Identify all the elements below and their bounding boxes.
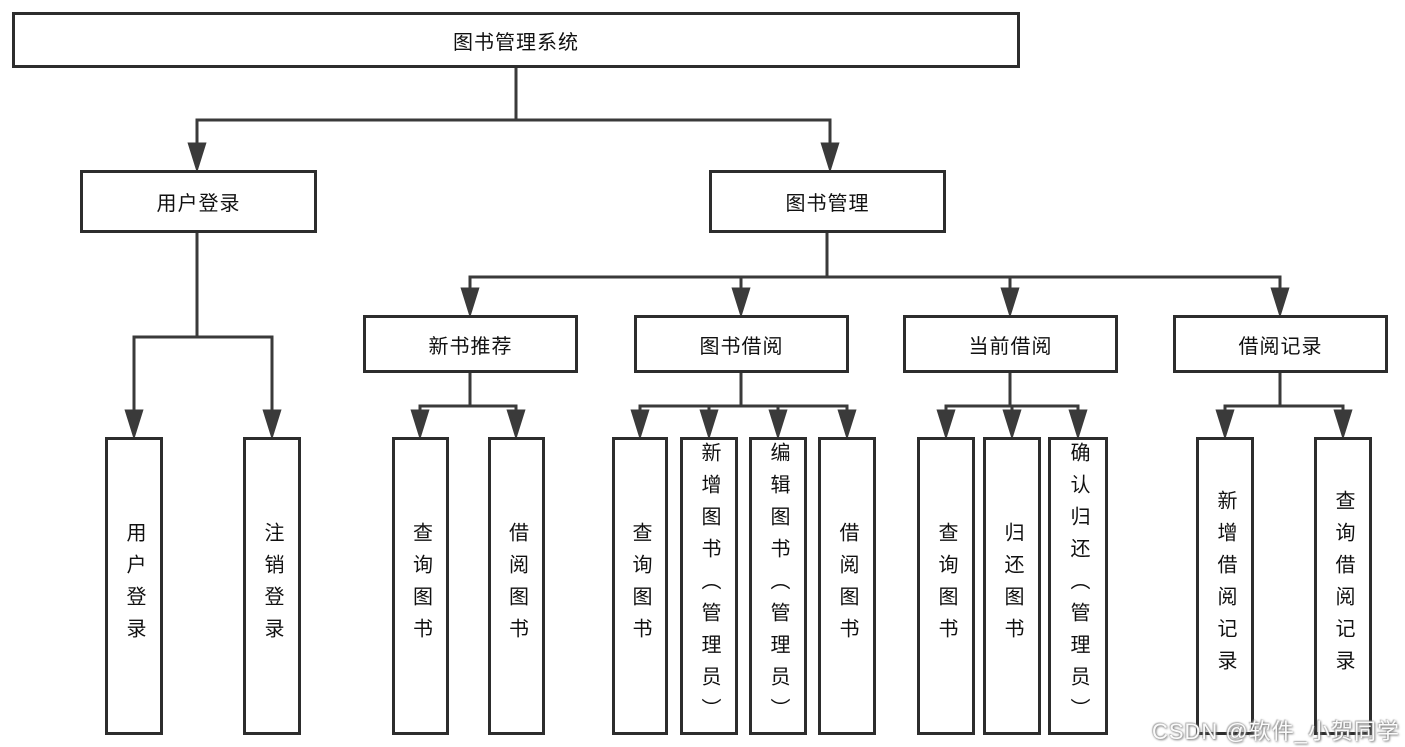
leaf-label: 注销登录 <box>261 522 283 650</box>
connector-book-borrow <box>630 371 857 441</box>
leaf-return-book: 归还图书 <box>983 437 1041 735</box>
arrow-down-icon <box>936 409 956 441</box>
arrow-down-icon <box>731 287 751 319</box>
arrow-down-icon <box>837 409 857 441</box>
arrow-down-icon <box>630 409 650 441</box>
leaf-label: 查询图书 <box>629 522 651 650</box>
connector-new-book-recommend <box>410 371 526 441</box>
leaf-logout: 注销登录 <box>243 437 301 735</box>
connector-book-management <box>460 231 1290 319</box>
arrow-down-icon <box>1068 409 1088 441</box>
leaf-label: 用户登录 <box>123 522 145 650</box>
leaf-label: 新增借阅记录 <box>1214 490 1236 682</box>
node-borrow-records: 借阅记录 <box>1173 315 1388 373</box>
node-user-login: 用户登录 <box>80 170 317 233</box>
leaf-borrow-books-2: 借阅图书 <box>818 437 876 735</box>
leaf-label: 归还图书 <box>1001 522 1023 650</box>
leaf-label: 查询借阅记录 <box>1332 490 1354 682</box>
leaf-add-borrow-record: 新增借阅记录 <box>1196 437 1254 735</box>
leaf-confirm-return-admin: 确认归还（管理员） <box>1048 437 1108 735</box>
arrow-down-icon <box>1333 409 1353 441</box>
connector-user-login <box>124 231 282 441</box>
arrow-down-icon <box>124 409 144 441</box>
arrow-down-icon <box>262 409 282 441</box>
node-book-management: 图书管理 <box>709 170 946 233</box>
node-new-book-recommend: 新书推荐 <box>363 315 578 373</box>
leaf-query-books-borrow: 查询图书 <box>612 437 668 735</box>
connector-root <box>187 66 840 174</box>
node-current-borrow: 当前借阅 <box>903 315 1118 373</box>
connector-current-borrow <box>936 371 1088 441</box>
arrow-down-icon <box>1215 409 1235 441</box>
leaf-label: 查询图书 <box>935 522 957 650</box>
node-book-borrow: 图书借阅 <box>634 315 849 373</box>
arrow-down-icon <box>1270 287 1290 319</box>
leaf-label: 借阅图书 <box>836 522 858 650</box>
arrow-down-icon <box>1000 287 1020 319</box>
arrow-down-icon <box>506 409 526 441</box>
leaf-query-books-recommend: 查询图书 <box>392 437 449 735</box>
leaf-label: 确认归还（管理员） <box>1067 442 1089 730</box>
arrow-down-icon <box>768 409 788 441</box>
arrow-down-icon <box>699 409 719 441</box>
arrow-down-icon <box>820 142 840 174</box>
arrow-down-icon <box>410 409 430 441</box>
leaf-user-login: 用户登录 <box>105 437 163 735</box>
leaf-edit-book-admin: 编辑图书（管理员） <box>749 437 807 735</box>
leaf-add-book-admin: 新增图书（管理员） <box>680 437 738 735</box>
leaf-label: 新增图书（管理员） <box>698 442 720 730</box>
leaf-label: 编辑图书（管理员） <box>767 442 789 730</box>
arrow-down-icon <box>1002 409 1022 441</box>
leaf-label: 借阅图书 <box>505 522 528 650</box>
arrow-down-icon <box>187 142 207 174</box>
arrow-down-icon <box>460 287 480 319</box>
csdn-watermark: CSDN @软件_小贺同学 <box>1151 719 1400 744</box>
leaf-borrow-books-recommend: 借阅图书 <box>488 437 545 735</box>
leaf-query-books-current: 查询图书 <box>917 437 975 735</box>
leaf-query-borrow-record: 查询借阅记录 <box>1314 437 1372 735</box>
connector-borrow-records <box>1215 371 1353 441</box>
node-root: 图书管理系统 <box>12 12 1020 68</box>
leaf-label: 查询图书 <box>409 522 432 650</box>
